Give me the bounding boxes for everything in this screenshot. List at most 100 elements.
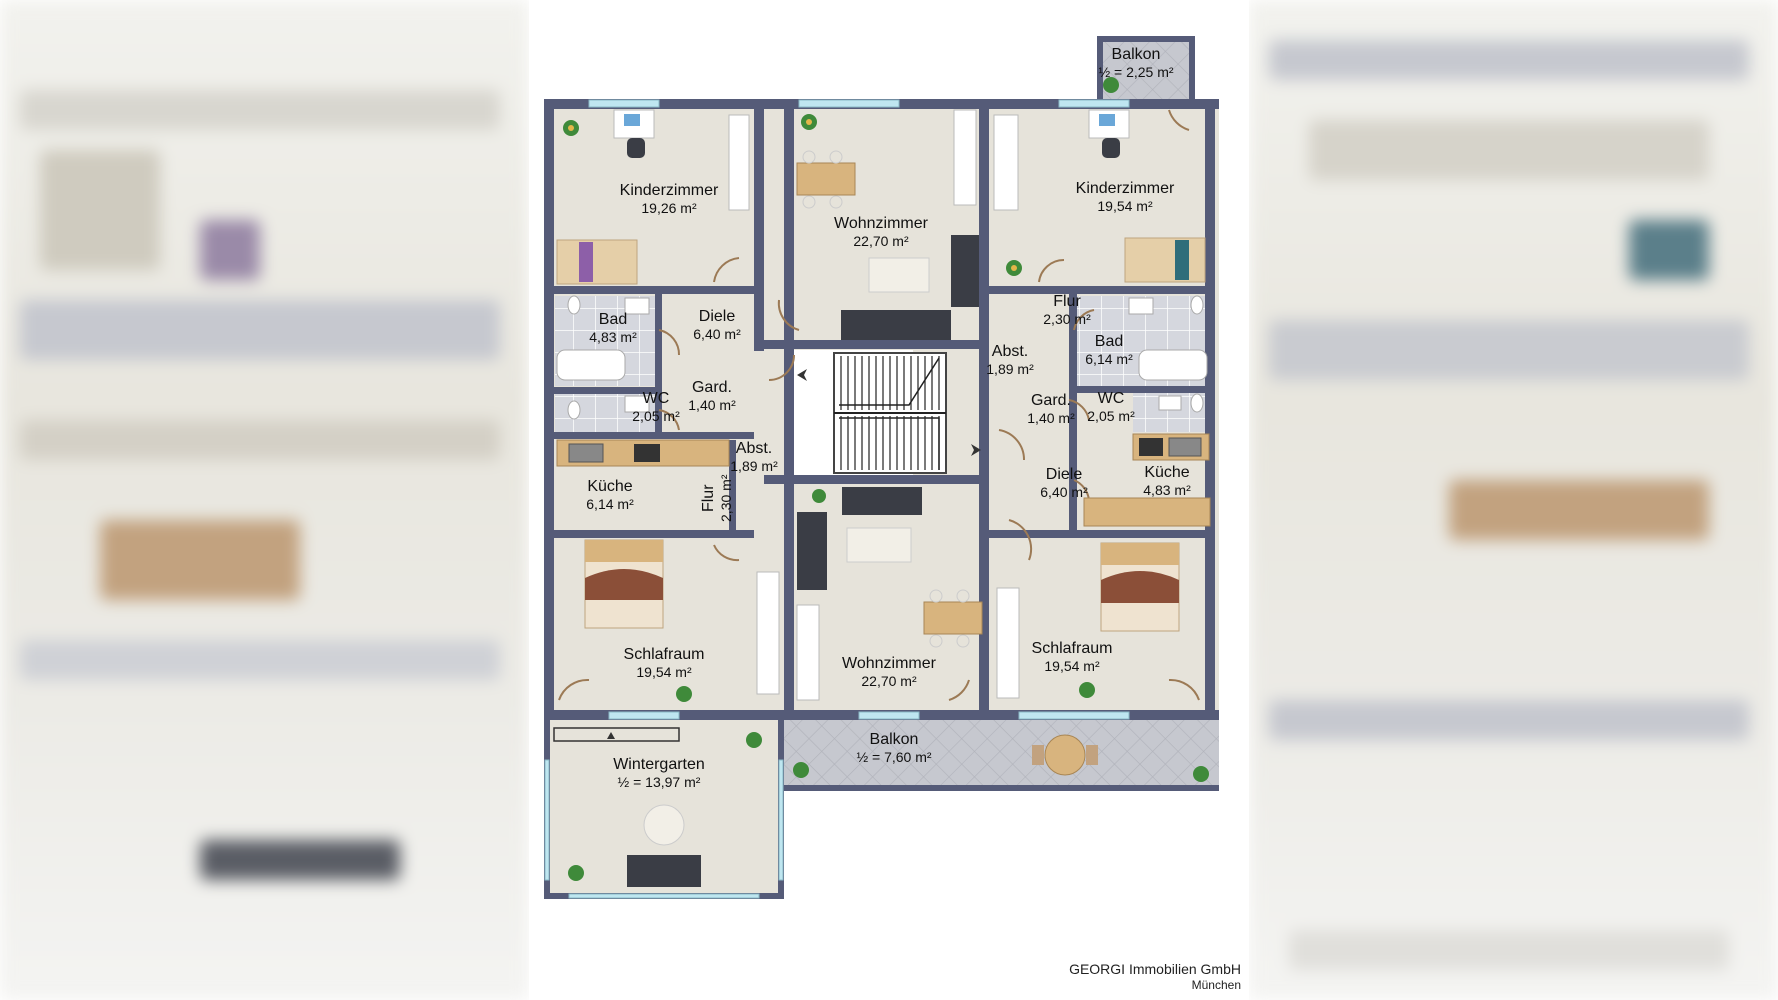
plant-icon bbox=[1103, 77, 1119, 93]
floor-plan-panel: Kinderzimmer 19,26 m² Wohnzimmer 22,70 m… bbox=[529, 0, 1249, 1000]
plant-icon bbox=[676, 686, 692, 702]
background-blur-left bbox=[0, 0, 529, 1000]
room-area: 4,83 m² bbox=[589, 329, 637, 346]
room-name: Küche bbox=[587, 478, 633, 495]
arrow-icon bbox=[607, 732, 615, 739]
sink bbox=[568, 443, 604, 463]
sink bbox=[624, 297, 650, 315]
room-name: Diele bbox=[1045, 466, 1083, 483]
room-name: Bad bbox=[598, 311, 628, 328]
room-area: 19,54 m² bbox=[1044, 658, 1100, 675]
company-city: München bbox=[1191, 977, 1241, 992]
room-area: 6,14 m² bbox=[586, 496, 634, 513]
room-area: 2,30 m² bbox=[718, 474, 735, 522]
company-name: GEORGI Immobilien GmbH bbox=[1069, 960, 1241, 977]
dining-table-icon bbox=[923, 589, 983, 648]
room-area: 2,05 m² bbox=[632, 408, 680, 425]
room-label: Flur 2,30 m² bbox=[1027, 293, 1107, 327]
dining-table-icon bbox=[1032, 734, 1098, 776]
coffee-table bbox=[846, 527, 912, 563]
toilet bbox=[1190, 393, 1204, 413]
room-name: Balkon bbox=[1111, 46, 1161, 63]
room-name: Abst. bbox=[991, 343, 1029, 360]
plant-icon bbox=[793, 762, 809, 778]
room-label: Bad 4,83 m² bbox=[573, 311, 653, 345]
stove bbox=[634, 444, 660, 462]
room-area: 1,40 m² bbox=[688, 397, 736, 414]
room-name: Flur bbox=[699, 484, 717, 513]
room-name: Schlafraum bbox=[623, 646, 705, 663]
dining-table-icon bbox=[796, 150, 856, 209]
background-blur-right bbox=[1249, 0, 1778, 1000]
room-label: Abst. 1,89 m² bbox=[975, 343, 1045, 377]
sofa-icon bbox=[841, 235, 979, 340]
room-area: 6,40 m² bbox=[1040, 484, 1088, 501]
staircase-icon bbox=[833, 352, 947, 474]
room-area: 2,05 m² bbox=[1087, 408, 1135, 425]
room-name: WC bbox=[1097, 390, 1125, 407]
bed-icon bbox=[1124, 237, 1206, 283]
sofa-icon bbox=[627, 855, 701, 887]
room-area: 19,54 m² bbox=[1097, 198, 1153, 215]
shelf bbox=[796, 604, 820, 701]
room-name: Wintergarten bbox=[613, 756, 705, 773]
room-label: Diele 6,40 m² bbox=[1024, 466, 1104, 500]
room-area: 1,40 m² bbox=[1027, 410, 1075, 427]
room-label: WC 2,05 m² bbox=[1076, 390, 1146, 424]
room-name: Gard. bbox=[1030, 392, 1071, 409]
floor-balkon-bottom bbox=[784, 719, 1219, 791]
room-area: 19,26 m² bbox=[641, 200, 697, 217]
sink bbox=[1128, 297, 1154, 315]
room-label: Küche 4,83 m² bbox=[1127, 464, 1207, 498]
room-name: Wohnzimmer bbox=[842, 655, 936, 672]
doors bbox=[558, 109, 1200, 701]
stove bbox=[1139, 438, 1163, 456]
kitchen-counter bbox=[1083, 497, 1211, 527]
plant-icon bbox=[1006, 260, 1022, 276]
room-area: 19,54 m² bbox=[636, 664, 692, 681]
toilet bbox=[1190, 295, 1204, 315]
wardrobe bbox=[756, 571, 780, 695]
room-label: Schlafraum 19,54 m² bbox=[1007, 640, 1137, 674]
plant-icon bbox=[563, 120, 579, 136]
room-label: Kinderzimmer 19,26 m² bbox=[599, 182, 739, 216]
plant-icon bbox=[812, 489, 826, 503]
bed-icon bbox=[584, 539, 664, 629]
room-area: 1,89 m² bbox=[730, 458, 778, 475]
room-label: Balkon ½ = 2,25 m² bbox=[1091, 46, 1181, 80]
floor-plan bbox=[544, 36, 1219, 899]
bathtub bbox=[556, 349, 626, 381]
room-name: Kinderzimmer bbox=[619, 182, 719, 199]
wardrobe bbox=[993, 114, 1019, 211]
room-name: Gard. bbox=[691, 379, 732, 396]
plant-icon bbox=[746, 732, 762, 748]
room-label: Gard. 1,40 m² bbox=[677, 379, 747, 413]
sink bbox=[1168, 437, 1202, 457]
toilet bbox=[567, 295, 581, 315]
wardrobe bbox=[996, 587, 1020, 699]
room-label: Bad 6,14 m² bbox=[1074, 333, 1144, 367]
room-label: Diele 6,40 m² bbox=[677, 308, 757, 342]
wintergarten-step bbox=[553, 727, 680, 742]
room-area: 6,40 m² bbox=[693, 326, 741, 343]
room-name: Kinderzimmer bbox=[1075, 180, 1175, 197]
desk-icon bbox=[613, 109, 655, 158]
sink bbox=[1158, 395, 1182, 411]
sofa-icon bbox=[797, 487, 922, 590]
room-name: Balkon bbox=[869, 731, 919, 748]
room-label: Wintergarten ½ = 13,97 m² bbox=[589, 756, 729, 790]
round-table bbox=[643, 804, 685, 846]
room-area: 6,14 m² bbox=[1085, 351, 1133, 368]
room-label: Wohnzimmer 22,70 m² bbox=[819, 655, 959, 689]
room-label: Abst. 1,89 m² bbox=[719, 440, 789, 474]
room-name: Bad bbox=[1094, 333, 1124, 350]
windows bbox=[544, 99, 1130, 899]
room-name: Wohnzimmer bbox=[834, 215, 928, 232]
room-label: Gard. 1,40 m² bbox=[1016, 392, 1086, 426]
room-area: 2,30 m² bbox=[1043, 311, 1091, 328]
room-name: Schlafraum bbox=[1031, 640, 1113, 657]
room-area: ½ = 7,60 m² bbox=[856, 749, 932, 766]
shelf bbox=[953, 109, 977, 206]
bathtub bbox=[1138, 349, 1208, 381]
room-name: Diele bbox=[698, 308, 736, 325]
